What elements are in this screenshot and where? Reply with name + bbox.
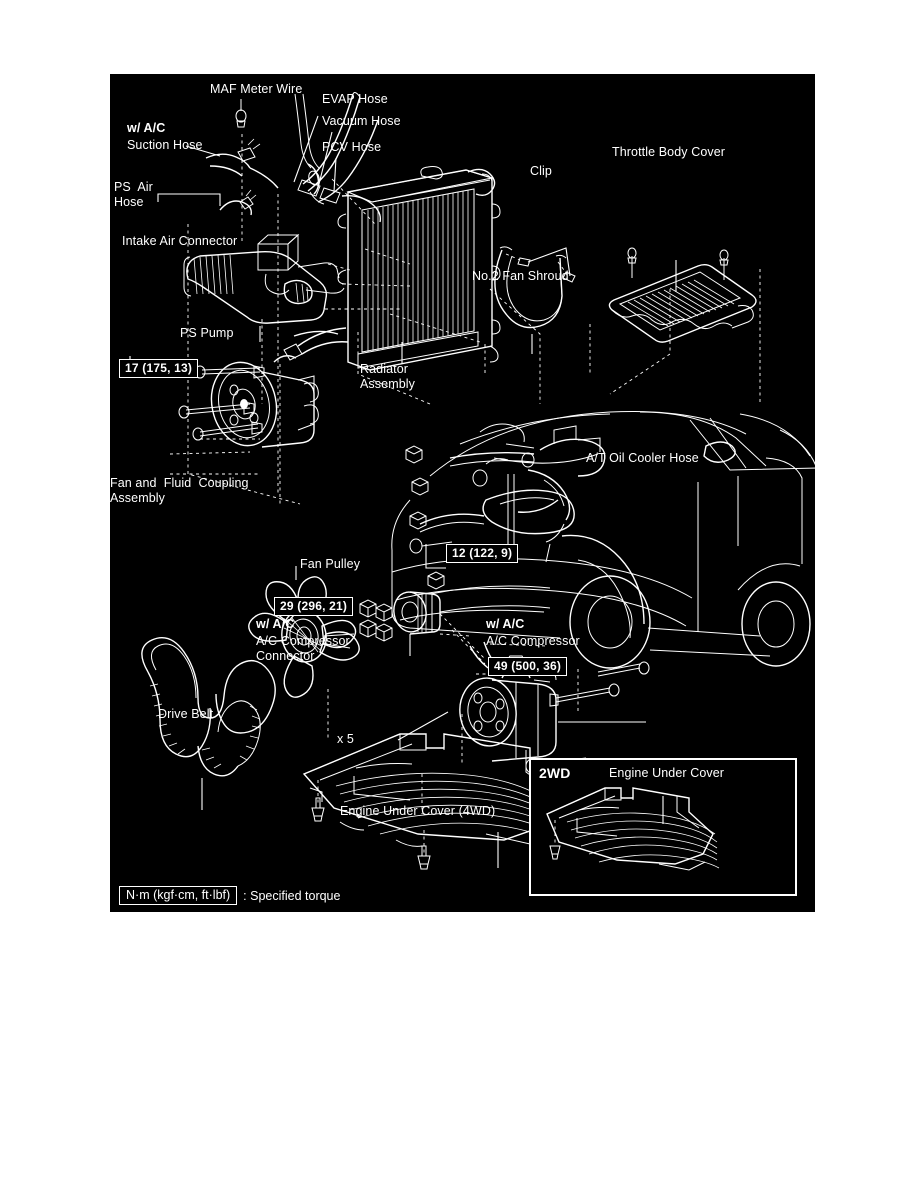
inset-2wd-label: 2WD xyxy=(539,765,571,781)
label-vacuum-hose: Vacuum Hose xyxy=(322,114,401,128)
label-fan-fluid-coupling: Fan and Fluid Coupling Assembly xyxy=(110,476,249,505)
label-ac-comp-connector: A/C Compressor Connector xyxy=(256,634,350,663)
label-throttle-body-cover: Throttle Body Cover xyxy=(612,145,726,159)
torque-fan-pulley: 29 (296, 21) xyxy=(274,597,354,616)
inset-2wd-panel: 2WD Engine Under Cover xyxy=(529,758,797,896)
diagram-canvas: 2WD Engine Under Cover MAF Meter Wire EV… xyxy=(110,74,819,912)
torque-at-cooler: 12 (122, 9) xyxy=(446,544,519,563)
label-engine-under-cover-4wd: Engine Under Cover (4WD) xyxy=(340,804,496,818)
diagram-artwork xyxy=(129,92,819,870)
label-ps-pump: PS Pump xyxy=(180,326,234,340)
legend-unit-box: N·m (kgf·cm, ft·lbf) xyxy=(119,886,238,905)
label-pcv-hose: PCV Hose xyxy=(322,140,382,154)
label-suction-hose: Suction Hose xyxy=(127,138,203,152)
label-ps-air-hose: PS Air Hose xyxy=(114,180,153,209)
legend-suffix: : Specified torque xyxy=(243,888,341,903)
label-ac-compressor: A/C Compressor xyxy=(486,634,580,648)
label-suction-hose-wac: w/ A/C xyxy=(127,121,166,135)
label-radiator-assembly: Radiator Assembly xyxy=(360,362,415,391)
inset-artwork xyxy=(546,787,720,871)
torque-legend: N·m (kgf·cm, ft·lbf) : Specified torque xyxy=(119,886,340,905)
label-bolt-count: x 5 xyxy=(337,732,354,746)
label-at-oil-cooler-hose: A/T Oil Cooler Hose xyxy=(586,451,699,465)
label-ac-comp-connector-wac: w/ A/C xyxy=(256,617,295,631)
torque-ps-pump: 17 (175, 13) xyxy=(119,359,199,378)
label-evap-hose: EVAP Hose xyxy=(322,92,388,106)
label-fan-pulley: Fan Pulley xyxy=(300,557,361,571)
label-no2-fan-shroud: No.2 Fan Shroud xyxy=(472,269,569,283)
label-drive-belt: Drive Belt xyxy=(158,707,214,721)
label-clip: Clip xyxy=(530,164,552,178)
torque-ac-compressor: 49 (500, 36) xyxy=(488,657,568,676)
inset-engine-under-cover-label: Engine Under Cover xyxy=(609,766,725,780)
label-ac-compressor-wac: w/ A/C xyxy=(486,617,525,631)
label-maf-meter-wire: MAF Meter Wire xyxy=(210,82,303,96)
label-intake-air-connector: Intake Air Connector xyxy=(122,234,238,248)
